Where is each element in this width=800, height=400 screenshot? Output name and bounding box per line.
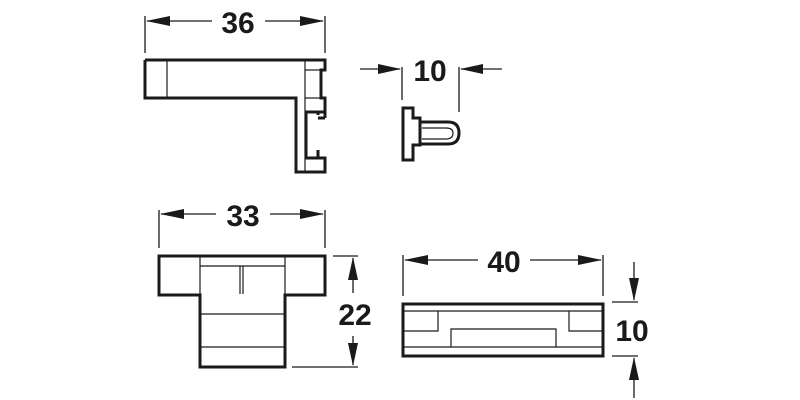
end-view-clip: 10: [360, 55, 502, 162]
dimension-label-33: 33: [226, 200, 259, 233]
dimension-label-22: 22: [338, 299, 371, 332]
dimension-40: 40: [402, 246, 604, 296]
dimension-36: 36: [144, 7, 326, 53]
top-view-plate: 40 10: [401, 246, 649, 398]
dimension-label-36: 36: [221, 7, 254, 40]
front-view-t-block: 33 22: [157, 200, 372, 369]
dimension-33: 33: [158, 200, 326, 248]
dimension-10-top: 10: [360, 55, 502, 112]
dimension-label-10-bottom: 10: [615, 315, 648, 348]
side-view-hook: 36: [143, 7, 327, 174]
dimension-label-40: 40: [487, 246, 520, 279]
dimension-10-bottom: 10: [612, 262, 649, 398]
dimension-label-10-top: 10: [413, 55, 446, 88]
dimension-22: 22: [292, 255, 372, 368]
